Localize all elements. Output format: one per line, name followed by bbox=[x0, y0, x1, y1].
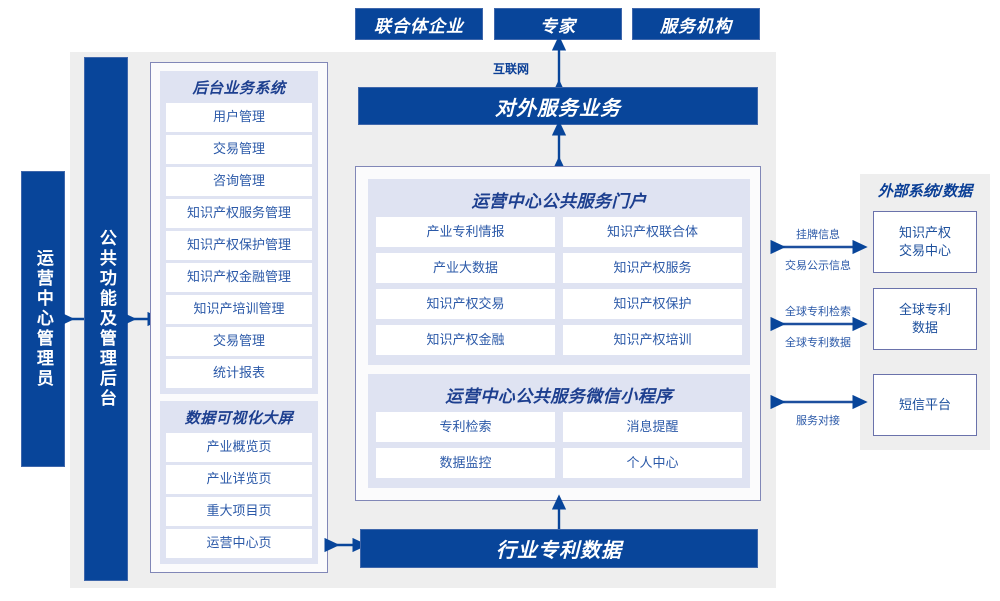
external-box-label: 短信平台 bbox=[898, 397, 951, 413]
backend-item[interactable]: 统计报表 bbox=[166, 359, 312, 388]
connector-label-全球专利检索: 全球专利检索 bbox=[785, 306, 851, 318]
top-actor-label: 服务机构 bbox=[660, 16, 732, 36]
external-box-短信平台[interactable]: 短信平台 bbox=[873, 374, 977, 436]
backend-item[interactable]: 交易管理 bbox=[166, 327, 312, 356]
connector-label-服务对接: 服务对接 bbox=[796, 415, 840, 427]
backend-item[interactable]: 知识产培训管理 bbox=[166, 295, 312, 324]
portal-item[interactable]: 知识产权联合体 bbox=[563, 217, 742, 247]
external-systems-title: 外部系统/数据 bbox=[877, 183, 973, 200]
internet-label: 互联网 bbox=[493, 62, 530, 76]
service-to-portal-arrow bbox=[551, 120, 567, 172]
backend-item[interactable]: 知识产权保护管理 bbox=[166, 231, 312, 260]
external-connector-arrow-2 bbox=[770, 316, 868, 332]
backend-column-panel: 后台业务系统 用户管理 交易管理 咨询管理 知识产权服务管理 知识产权保护管理 … bbox=[150, 62, 328, 573]
visualization-item[interactable]: 运营中心页 bbox=[166, 529, 312, 558]
common-function-label: 公共功能及管理后台 bbox=[96, 229, 116, 409]
industry-patent-data-bar[interactable]: 行业专利数据 bbox=[360, 529, 758, 568]
visualization-group: 数据可视化大屏 产业概览页 产业详览页 重大项目页 运营中心页 bbox=[160, 401, 318, 564]
connector-label-交易公示信息: 交易公示信息 bbox=[785, 260, 851, 272]
top-actor-专家[interactable]: 专家 bbox=[494, 8, 622, 40]
portal-item[interactable]: 知识产权交易 bbox=[376, 289, 555, 319]
backend-item[interactable]: 知识产权服务管理 bbox=[166, 199, 312, 228]
internet-arrow bbox=[551, 35, 567, 95]
portal-item[interactable]: 知识产权金融 bbox=[376, 325, 555, 355]
external-box-知识产权交易中心[interactable]: 知识产权 交易中心 bbox=[873, 211, 977, 273]
visualization-item[interactable]: 重大项目页 bbox=[166, 497, 312, 526]
top-actor-label: 联合体企业 bbox=[374, 16, 464, 36]
miniprogram-item[interactable]: 专利检索 bbox=[376, 412, 555, 442]
industry-patent-data-label: 行业专利数据 bbox=[496, 540, 622, 562]
public-portal-title: 运营中心公共服务门户 bbox=[471, 192, 647, 211]
backend-item[interactable]: 咨询管理 bbox=[166, 167, 312, 196]
external-connector-arrow-3 bbox=[770, 394, 868, 410]
center-services-panel: 运营中心公共服务门户 产业专利情报 知识产权联合体 产业大数据 知识产权服务 知… bbox=[355, 166, 761, 501]
visualization-item[interactable]: 产业详览页 bbox=[166, 465, 312, 494]
top-actor-服务机构[interactable]: 服务机构 bbox=[632, 8, 760, 40]
external-box-全球专利数据[interactable]: 全球专利 数据 bbox=[873, 288, 977, 350]
external-box-label: 全球专利 数据 bbox=[898, 302, 951, 335]
visualization-title: 数据可视化大屏 bbox=[184, 410, 294, 427]
connector-label-挂牌信息: 挂牌信息 bbox=[796, 229, 840, 241]
admin-role-label: 运营中心管理员 bbox=[33, 249, 53, 389]
portal-item[interactable]: 产业大数据 bbox=[376, 253, 555, 283]
portal-item[interactable]: 产业专利情报 bbox=[376, 217, 555, 247]
portal-item[interactable]: 知识产权服务 bbox=[563, 253, 742, 283]
visualization-item[interactable]: 产业概览页 bbox=[166, 433, 312, 462]
wechat-miniprogram-title: 运营中心公共服务微信小程序 bbox=[445, 387, 673, 406]
external-service-bar[interactable]: 对外服务业务 bbox=[358, 87, 758, 125]
wechat-miniprogram-group: 运营中心公共服务微信小程序 专利检索 消息提醒 数据监控 个人中心 bbox=[368, 374, 750, 488]
backend-system-title: 后台业务系统 bbox=[192, 80, 286, 97]
miniprogram-item[interactable]: 消息提醒 bbox=[563, 412, 742, 442]
backend-item[interactable]: 知识产权金融管理 bbox=[166, 263, 312, 292]
backend-item[interactable]: 交易管理 bbox=[166, 135, 312, 164]
top-actor-联合体企业[interactable]: 联合体企业 bbox=[355, 8, 483, 40]
admin-role-rail[interactable]: 运营中心管理员 bbox=[21, 171, 65, 467]
portal-to-data-arrow bbox=[551, 494, 567, 542]
external-box-label: 知识产权 交易中心 bbox=[898, 225, 951, 258]
portal-item[interactable]: 知识产权保护 bbox=[563, 289, 742, 319]
backend-item[interactable]: 用户管理 bbox=[166, 103, 312, 132]
top-actor-label: 专家 bbox=[540, 16, 576, 36]
connector-label-全球专利数据: 全球专利数据 bbox=[785, 337, 851, 349]
backend-to-data-arrow bbox=[324, 537, 368, 553]
miniprogram-item[interactable]: 数据监控 bbox=[376, 448, 555, 478]
external-connector-arrow-1 bbox=[770, 239, 868, 255]
backend-system-group: 后台业务系统 用户管理 交易管理 咨询管理 知识产权服务管理 知识产权保护管理 … bbox=[160, 71, 318, 394]
common-function-rail[interactable]: 公共功能及管理后台 bbox=[84, 57, 128, 581]
portal-item[interactable]: 知识产权培训 bbox=[563, 325, 742, 355]
public-portal-group: 运营中心公共服务门户 产业专利情报 知识产权联合体 产业大数据 知识产权服务 知… bbox=[368, 179, 750, 365]
miniprogram-item[interactable]: 个人中心 bbox=[563, 448, 742, 478]
external-service-bar-label: 对外服务业务 bbox=[495, 97, 621, 120]
